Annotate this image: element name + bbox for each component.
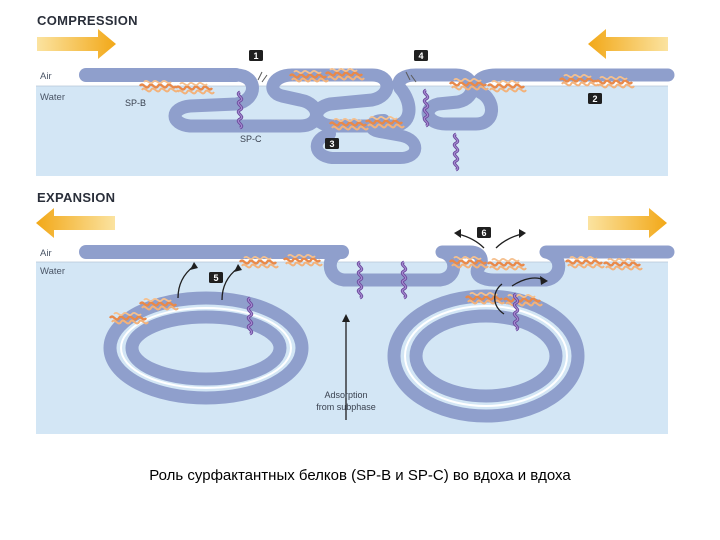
svg-text:3: 3 [329, 139, 334, 149]
compression-spc-helices [236, 71, 460, 172]
svg-text:2: 2 [592, 94, 597, 104]
expansion-panel: EXPANSION [36, 190, 675, 434]
step-badge-1: 1 [249, 50, 263, 61]
compression-left-arrow [37, 29, 116, 59]
step-badge-5: 5 [209, 272, 223, 283]
compression-title: COMPRESSION [37, 13, 138, 28]
expansion-air-label: Air [40, 248, 52, 259]
expansion-right-arrow [588, 208, 667, 238]
svg-text:6: 6 [481, 228, 486, 238]
expansion-monolayer [79, 245, 675, 287]
expansion-water-region [36, 262, 668, 434]
step-badge-3: 3 [325, 138, 339, 149]
adsorption-label-line2: from subphase [316, 402, 376, 412]
svg-text:5: 5 [213, 273, 218, 283]
vesicle-left [103, 291, 309, 405]
compression-right-arrow [588, 29, 668, 59]
svg-text:4: 4 [418, 51, 423, 61]
sp-b-label: SP-B [125, 98, 146, 108]
step-badge-4: 4 [414, 50, 428, 61]
figure-caption: Роль сурфактантных белков (SP-B и SP-C) … [149, 467, 571, 484]
adsorption-label-line1: Adsorption [324, 390, 367, 400]
expansion-title: EXPANSION [37, 190, 115, 205]
step-badge-2: 2 [588, 93, 602, 104]
expansion-water-label: Water [40, 266, 65, 277]
compression-water-label: Water [40, 92, 65, 103]
compression-air-label: Air [40, 71, 52, 82]
movement-arrowheads [190, 229, 548, 322]
svg-text:1: 1 [253, 51, 258, 61]
expansion-left-arrow [36, 208, 115, 238]
sp-c-label: SP-C [240, 134, 262, 144]
step-badge-6: 6 [477, 227, 491, 238]
compression-panel: COMPRESSION A [36, 13, 675, 176]
